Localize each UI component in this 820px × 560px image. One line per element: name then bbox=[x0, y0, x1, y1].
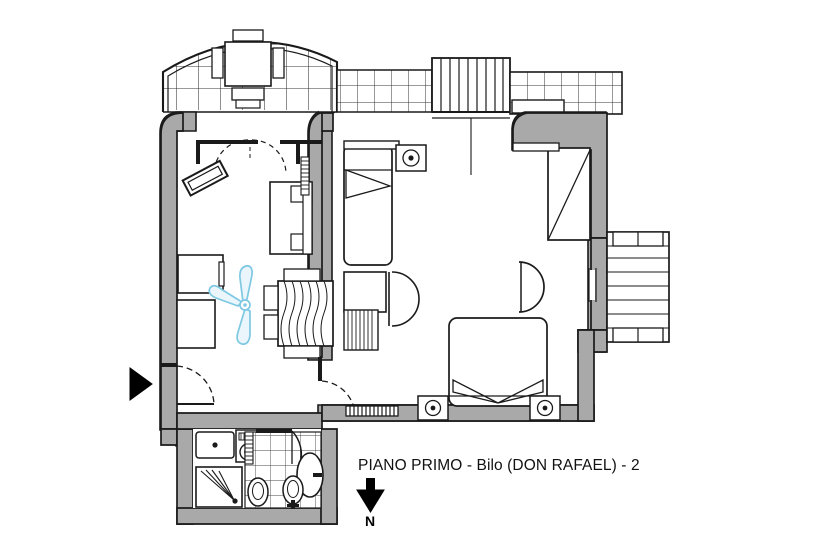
bathroom bbox=[244, 429, 324, 509]
double-bed-nightstand-left bbox=[417, 395, 449, 421]
sink-drain-icon bbox=[212, 442, 218, 448]
bedroom-double bbox=[417, 142, 597, 421]
terrace-chair-west bbox=[211, 47, 224, 79]
living-chair-west-upper bbox=[263, 285, 279, 311]
entrance-door-leaf bbox=[160, 363, 177, 367]
bedroom-single-door-swing bbox=[391, 271, 420, 327]
stairs-outline bbox=[431, 57, 511, 113]
bedroom-single-dresser bbox=[343, 271, 387, 313]
terrace-chair-south bbox=[231, 87, 265, 101]
north-label: N bbox=[365, 513, 376, 529]
double-bed bbox=[448, 317, 548, 407]
french-door-left-leaf bbox=[196, 142, 200, 164]
bedroom-double-door-swing bbox=[518, 261, 545, 313]
balcony-door[interactable] bbox=[588, 268, 597, 302]
terrace-bench bbox=[511, 99, 565, 114]
faucet-icon bbox=[313, 473, 322, 477]
single-bed-headboard bbox=[343, 140, 400, 150]
double-bed-pillow-left bbox=[452, 378, 499, 404]
single-bed-duvet-fold bbox=[345, 169, 393, 199]
bathroom-bidet bbox=[282, 475, 304, 509]
double-bed-nightstand-right bbox=[529, 395, 561, 421]
bedroom-single-radiator bbox=[343, 309, 379, 351]
hall-door-leaf bbox=[318, 357, 322, 381]
bathroom-towel-radiator bbox=[244, 431, 254, 465]
living-room bbox=[176, 139, 356, 414]
terrace-chair-north bbox=[232, 29, 264, 42]
balcony-outline bbox=[606, 231, 670, 343]
ceiling-fan-icon bbox=[208, 265, 253, 345]
terrace-chair-east bbox=[272, 47, 285, 79]
living-chair-south bbox=[283, 345, 321, 359]
living-chair-west-lower bbox=[263, 314, 279, 340]
page-title: PIANO PRIMO - Bilo (DON RAFAEL) - 2 bbox=[358, 457, 640, 474]
terrace-left-strip bbox=[336, 69, 433, 113]
living-console-table bbox=[181, 159, 230, 197]
entrance-door-swing bbox=[176, 365, 215, 405]
stairs bbox=[431, 57, 511, 175]
hall-radiator bbox=[345, 405, 399, 417]
single-bed bbox=[343, 140, 400, 266]
bedroom-single bbox=[343, 140, 427, 351]
bathroom-door-leaf bbox=[256, 429, 292, 433]
kitchen-sink bbox=[195, 431, 235, 459]
terrace-right bbox=[509, 71, 623, 115]
shower-drain-icon bbox=[232, 498, 238, 504]
bathroom-wash-basin bbox=[296, 452, 324, 498]
french-door-swing-right bbox=[251, 139, 287, 175]
living-radiator bbox=[300, 156, 310, 196]
double-bed-pillow-right bbox=[497, 378, 544, 404]
terrace-dining-table bbox=[224, 41, 272, 87]
bedroom-single-door[interactable] bbox=[388, 271, 420, 327]
entrance-door[interactable] bbox=[129, 363, 215, 405]
living-dining-table bbox=[263, 268, 334, 359]
bedroom-double-wardrobe bbox=[512, 142, 591, 241]
living-sideboard bbox=[176, 299, 216, 349]
balcony-right bbox=[606, 231, 670, 343]
entrance-arrow-icon bbox=[129, 367, 153, 401]
french-door-right-leaf bbox=[296, 142, 300, 164]
bathroom-toilet bbox=[247, 477, 269, 507]
bedroom-double-door[interactable] bbox=[518, 261, 545, 313]
stair-treads bbox=[440, 58, 504, 112]
living-chair-north bbox=[283, 268, 321, 282]
terrace-step bbox=[235, 99, 261, 109]
shower-tray bbox=[195, 466, 243, 508]
single-bed-nightstand bbox=[395, 144, 427, 172]
north-arrow-icon bbox=[356, 478, 385, 513]
